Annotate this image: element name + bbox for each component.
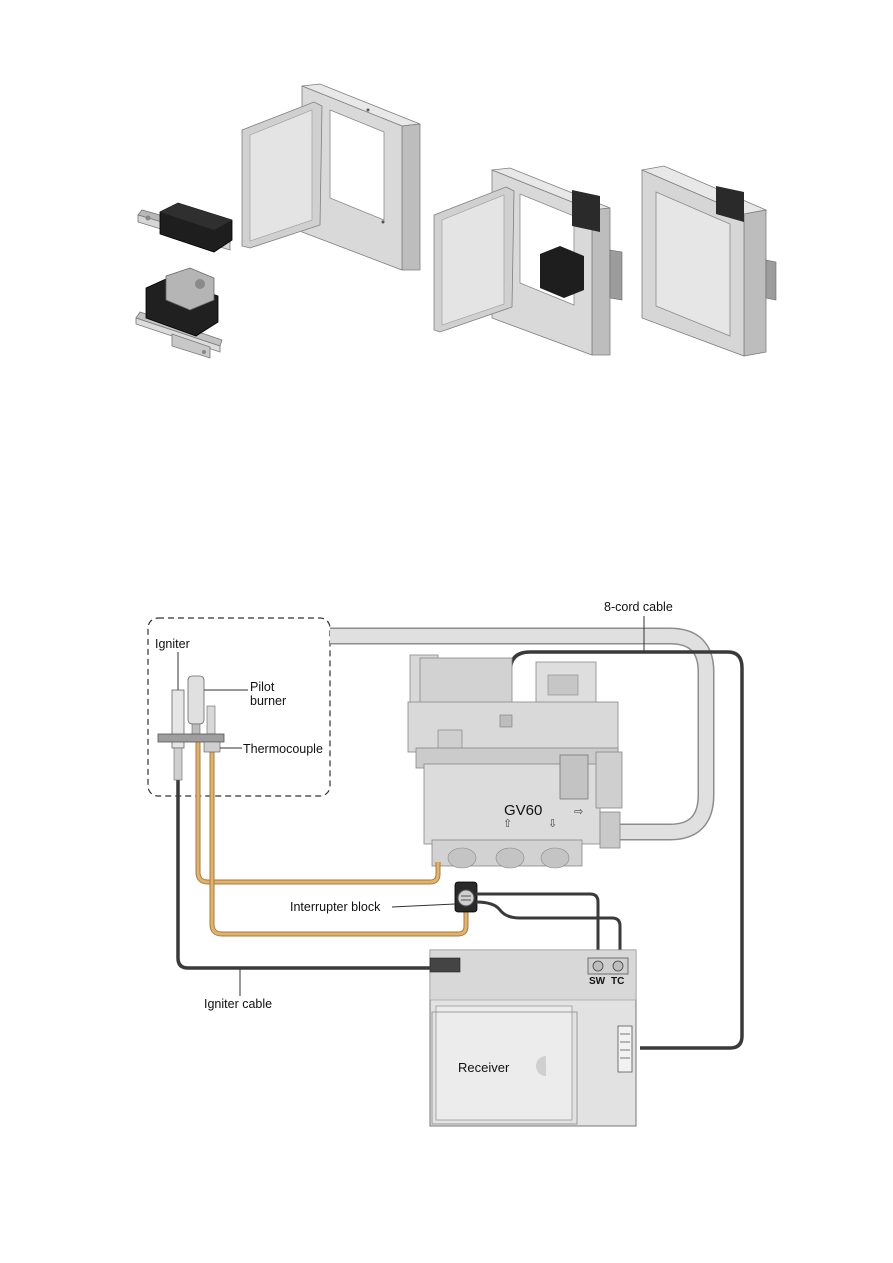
label-thermocouple: Thermocouple	[243, 742, 323, 756]
igniter-cable-path	[176, 780, 438, 970]
housing-closed-view	[640, 165, 777, 357]
label-pilot-burner: Pilot burner	[250, 680, 287, 708]
housing-product-illustration	[135, 83, 777, 359]
label-igniter-cable: Igniter cable	[204, 997, 273, 1011]
label-receiver: Receiver	[458, 1060, 510, 1075]
thermocouple-tubes	[195, 738, 469, 937]
arrow-down-mark: ⇩	[548, 817, 557, 830]
label-interrupter-block: Interrupter block	[290, 900, 381, 914]
housing-open-with-module-view	[433, 167, 623, 356]
label-igniter: Igniter	[155, 637, 190, 651]
interrupter-block	[454, 881, 478, 913]
gv60-valve: ⇧ ⇩ ⇨	[407, 654, 623, 869]
tc-cable	[475, 900, 622, 962]
receiver-unit	[429, 949, 637, 1127]
label-terminal-tc: TC	[611, 976, 625, 987]
pilot-assembly-outline	[147, 617, 331, 797]
arrow-up-mark: ⇧	[503, 817, 512, 830]
pilot-parts	[157, 675, 225, 781]
flex-conduit	[330, 627, 715, 841]
housing-open-empty-view	[241, 83, 421, 271]
label-8-cord-cable: 8-cord cable	[604, 600, 673, 614]
arrow-right-mark: ⇨	[574, 805, 583, 818]
label-terminal-sw: SW	[589, 976, 606, 987]
8-cord-cable	[508, 650, 744, 1050]
label-gv60: GV60	[504, 802, 543, 819]
receiver-module-view	[137, 202, 233, 253]
sw-cable	[476, 892, 600, 962]
interrupter-leader	[391, 903, 456, 908]
valve-module-view	[135, 267, 223, 359]
